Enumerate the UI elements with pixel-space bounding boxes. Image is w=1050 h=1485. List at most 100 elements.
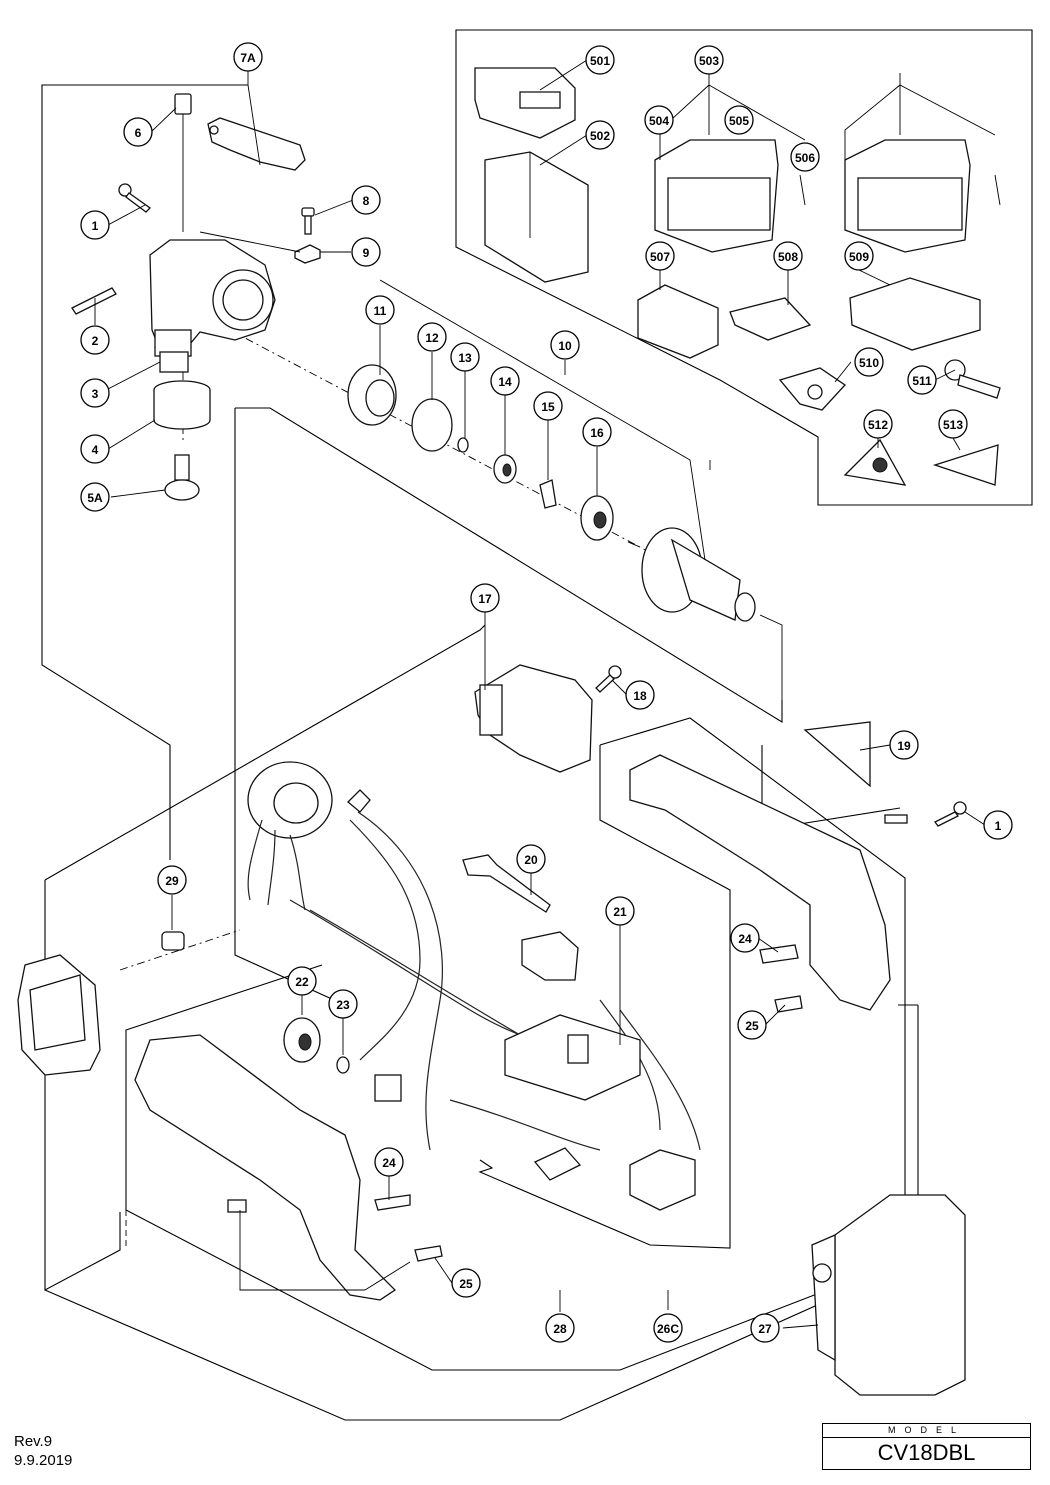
callout-circle [790,142,820,172]
callout-23: 23 [328,989,358,1019]
callout-circle [724,105,754,135]
callout-508: 508 [773,241,803,271]
callout-15: 15 [533,391,563,421]
callout-label: 11 [374,304,387,318]
callout-label: 25 [459,1277,473,1291]
callout-circle [907,365,937,395]
callout-label: 511 [912,374,932,388]
part-18-screw [595,665,622,693]
part-4-ring [153,380,211,430]
part-27-battery [811,1194,966,1396]
callout-label: 25 [745,1019,759,1033]
callout-label: 509 [849,250,869,264]
callout-circle [863,409,893,439]
callout-label: 24 [382,1156,396,1170]
part-24-label-left [227,1194,411,1213]
callout-circle [470,583,500,613]
part-503-case-right [844,139,1001,253]
leader-lines [94,59,996,1329]
callout-label: 24 [738,932,752,946]
part-6-block [174,93,192,232]
assembly-frame-housing-left [44,624,486,881]
callout-29: 29 [157,865,187,895]
part-1-screw-left [118,183,152,213]
callout-25: 25 [737,1010,767,1040]
callout-label: 2 [92,334,99,348]
callout-6: 6 [123,117,153,147]
callout-label: 502 [590,129,610,143]
callout-circle [287,966,317,996]
callout-circle [451,1268,481,1298]
assembly-frame-body-left [478,745,731,1249]
model-box: MODEL CV18DBL [822,1423,1031,1470]
callout-507: 507 [645,241,675,271]
callout-circle [585,120,615,150]
callout-1: 1 [80,210,110,240]
callout-511: 511 [907,365,937,395]
callout-circle [844,241,874,271]
callout-circle [730,923,760,953]
callout-label: 503 [699,54,719,68]
callout-circle [351,237,381,267]
callout-label: 10 [558,339,572,353]
callout-circle [80,378,110,408]
part-19-label [803,721,871,788]
assembly-frame-left [41,84,248,860]
part-3-gear-housing [149,231,301,373]
part-14-bearing [493,454,517,484]
part-513-sanding-sheet [932,444,999,486]
callout-2: 2 [80,325,110,355]
callout-9: 9 [351,237,381,267]
callout-label: 6 [135,126,142,140]
callout-17: 17 [470,583,500,613]
callout-25: 25 [451,1268,481,1298]
callout-circle [490,366,520,396]
part-501-charger [474,67,576,139]
callout-19: 19 [889,730,919,760]
part-509-tray [849,277,981,351]
part-terminal-block [533,1147,696,1211]
part-511-blade [944,359,1001,399]
callout-label: 21 [613,905,627,919]
callout-7a: 7A [233,42,263,72]
part-25-label-left [414,1245,443,1262]
model-name: CV18DBL [877,1440,976,1465]
part-switch-connector [347,789,371,813]
callout-502: 502 [585,120,615,150]
callout-509: 509 [844,241,874,271]
part-507-box [637,284,719,359]
callout-13: 13 [450,342,480,372]
callout-circle [365,295,395,325]
callout-label: 4 [92,443,99,457]
callout-label: 504 [649,114,669,128]
callout-label: 28 [553,1322,567,1336]
callout-513: 513 [938,409,968,439]
part-1-screw-right [934,801,967,827]
callout-circle [550,330,580,360]
callout-circle [694,45,724,75]
callout-label: 14 [498,375,512,389]
callout-label: 510 [859,356,879,370]
callout-circle [233,42,263,72]
part-9-clip [294,244,321,264]
callout-circle [328,989,358,1019]
callout-28: 28 [545,1313,575,1343]
callout-label: 9 [363,246,370,260]
part-20-switch-lever [462,854,551,913]
part-16-bearing [580,495,614,541]
model-label: MODEL [823,1424,1030,1438]
revision-date: 9.9.2019 [14,1452,73,1469]
callout-label: 5A [87,491,103,505]
revision-label: Rev.9 [14,1433,53,1450]
callout-label: 27 [758,1322,772,1336]
part-13-retaining-ring [457,437,469,453]
part-21-controller [504,931,641,1101]
assembly-frame-motor [234,408,346,1006]
callout-label: 13 [458,351,472,365]
part-512-sanding-pad [843,438,907,486]
callout-21: 21 [605,896,635,926]
part-11-seal [347,364,397,426]
callout-circle [605,896,635,926]
